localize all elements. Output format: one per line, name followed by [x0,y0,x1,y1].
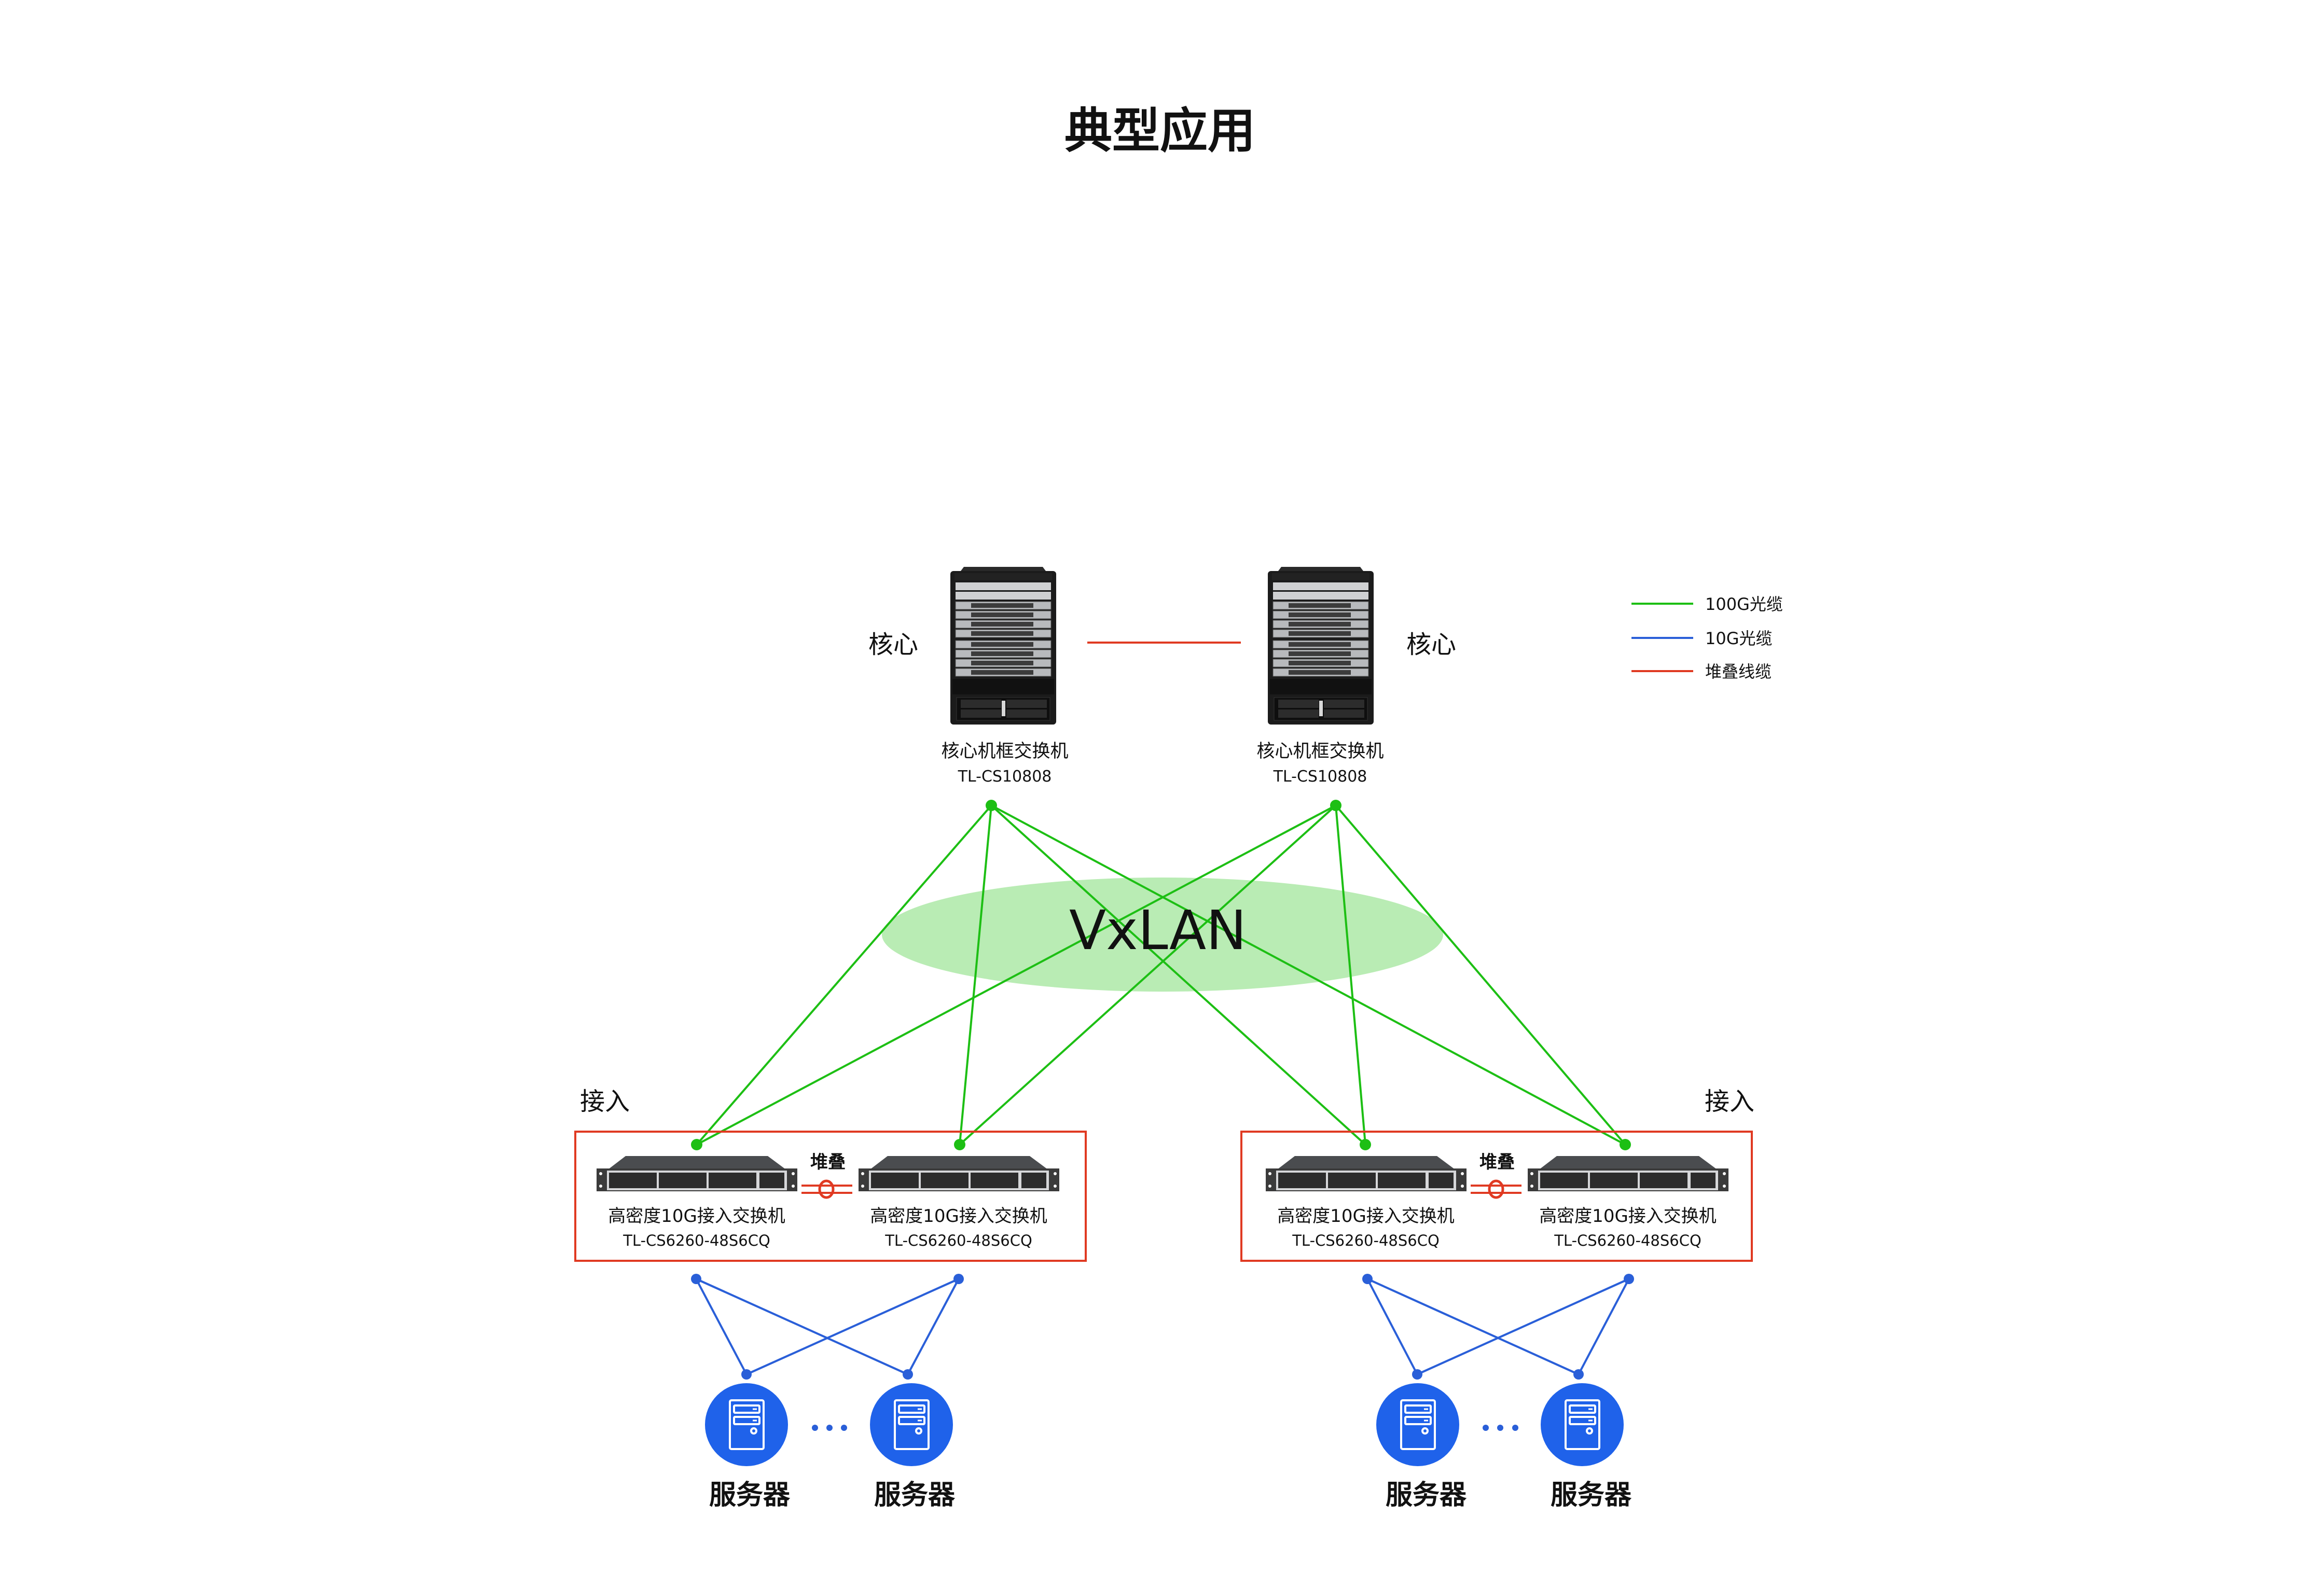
server-node[interactable]: 服务器 [870,1383,956,1511]
server-port-dot [741,1369,752,1380]
links-100g [696,804,1626,1146]
link-100g [696,804,992,1146]
access-uplink-dot [691,1139,702,1150]
core-switch-right[interactable]: 核心机框交换机 TL-CS10808 [1256,566,1384,786]
stack-label: 堆叠 [810,1152,846,1173]
legend-item-stack: 堆叠线缆 [1631,662,1772,681]
server-node[interactable]: 服务器 [705,1383,791,1511]
stack-label: 堆叠 [1479,1152,1515,1173]
access-downlink-dot [691,1274,701,1284]
link-10g [1366,1278,1418,1375]
server-label: 服务器 [874,1480,956,1511]
server-label: 服务器 [1551,1480,1632,1511]
core-chassis-image [1267,566,1374,725]
legend-item-100g: 100G光缆 [1631,594,1783,614]
access-switch-model: TL-CS6260-48S6CQ [622,1232,770,1249]
access-switch-name: 高密度10G接入交换机 [1539,1206,1717,1227]
core-layer-label-left: 核心 [868,630,918,659]
server-node[interactable]: 服务器 [1376,1383,1467,1511]
server-port-dot [1573,1369,1584,1380]
access-switch[interactable]: 高密度10G接入交换机 TL-CS6260-48S6CQ [859,1156,1059,1249]
access-layer-label-left: 接入 [580,1087,630,1116]
access-layer-label-right: 接入 [1705,1087,1754,1116]
link-10g-dots [691,1274,1634,1380]
access-switch[interactable]: 高密度10G接入交换机 TL-CS6260-48S6CQ [1266,1156,1467,1249]
access-switch-model: TL-CS6260-48S6CQ [1554,1232,1702,1249]
server-port-dot [1412,1369,1422,1380]
access-switch-name: 高密度10G接入交换机 [870,1206,1047,1227]
link-10g [907,1278,960,1375]
link-10g [1578,1278,1630,1375]
access-switch-model: TL-CS6260-48S6CQ [884,1232,1032,1249]
link-100g [1335,805,1366,1145]
legend-label: 堆叠线缆 [1705,662,1772,681]
stack-group-border [574,1131,1087,1262]
server-label: 服务器 [1386,1480,1467,1511]
core-switch-model: TL-CS10808 [1273,768,1367,786]
stack-cable-icon [1471,1179,1521,1199]
legend: 100G光缆 10G光缆 堆叠线缆 [1631,594,1783,681]
server-ellipsis-left [812,1425,847,1431]
legend-item-10g: 10G光缆 [1631,629,1773,648]
link-100g [991,804,1626,1146]
access-switch-name: 高密度10G接入交换机 [608,1206,785,1227]
access-downlink-dot [1624,1274,1634,1284]
server-node[interactable]: 服务器 [1541,1383,1632,1511]
core-switch-name: 核心机框交换机 [941,741,1068,762]
core-switch-name: 核心机框交换机 [1256,741,1384,762]
server-port-dot [903,1369,913,1380]
link-10g [696,1278,908,1375]
link-100g [1335,804,1626,1146]
legend-label: 10G光缆 [1705,629,1773,648]
core-layer-label-right: 核心 [1406,630,1456,659]
access-stack-group-left: 高密度10G接入交换机 TL-CS6260-48S6CQ 高密度10G接入交换机… [574,1131,1087,1262]
access-switch-model: TL-CS6260-48S6CQ [1292,1232,1440,1249]
core-port-dot [986,800,997,811]
links-10g [695,1278,1630,1375]
access-switch-name: 高密度10G接入交换机 [1277,1206,1455,1227]
access-switch[interactable]: 高密度10G接入交换机 TL-CS6260-48S6CQ [1528,1156,1728,1249]
link-100g [959,805,992,1145]
server-ellipsis-right [1483,1425,1518,1431]
link-100g [959,804,1337,1146]
link-10g [1367,1278,1579,1375]
link-10g [1417,1278,1629,1375]
vxlan-overlay-ellipse [882,878,1443,992]
link-100g [696,804,1336,1146]
link-10g [695,1278,748,1375]
access-uplink-dot [1360,1139,1371,1150]
link-100g [990,804,1366,1146]
access-stack-group-right: 高密度10G接入交换机 TL-CS6260-48S6CQ 高密度10G接入交换机… [1240,1131,1753,1262]
server-label: 服务器 [709,1480,791,1511]
access-downlink-dot [953,1274,964,1284]
page-title: 典型应用 [1064,103,1255,159]
vxlan-label: VxLAN [1069,899,1247,962]
legend-label: 100G光缆 [1705,594,1783,614]
stack-group-border [1240,1131,1753,1262]
access-uplink-dot [1620,1139,1631,1150]
link-10g [746,1278,959,1375]
core-switch-model: TL-CS10808 [958,768,1052,786]
stack-cable-icon [801,1179,852,1199]
core-port-dot [1330,800,1341,811]
core-switch-left[interactable]: 核心机框交换机 TL-CS10808 [941,566,1069,786]
access-switch[interactable]: 高密度10G接入交换机 TL-CS6260-48S6CQ [597,1156,797,1249]
core-chassis-image [950,566,1057,725]
access-downlink-dot [1362,1274,1373,1284]
access-uplink-dot [954,1139,965,1150]
